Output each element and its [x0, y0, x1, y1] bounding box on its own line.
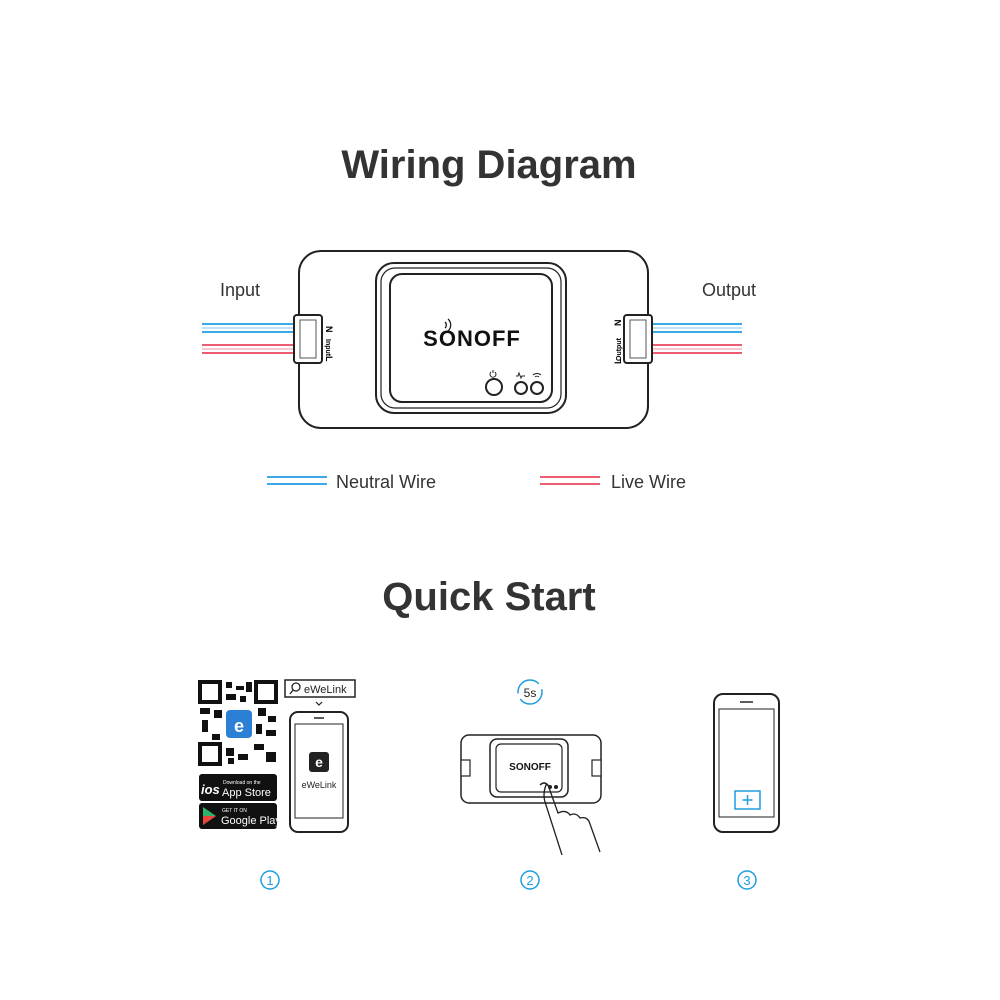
step1: e eWeLink e eWeLink ios Download on the …: [198, 679, 356, 833]
output-label: Output: [702, 280, 756, 300]
sonoff-device: SONOFF N Input L N Output L: [293, 250, 653, 429]
search-icon: [291, 682, 301, 692]
svg-text:SONOFF: SONOFF: [509, 762, 551, 773]
svg-text:1: 1: [266, 873, 273, 888]
step2: 5s SONOFF: [460, 679, 602, 856]
step-number-2: 2: [520, 870, 540, 890]
plus-icon: [742, 795, 753, 805]
svg-text:N: N: [324, 326, 334, 333]
search-box: [284, 679, 356, 698]
input-label: Input: [220, 280, 260, 300]
quick-start-title: Quick Start: [382, 575, 595, 619]
svg-text:Output: Output: [616, 337, 623, 361]
svg-text:Live Wire: Live Wire: [611, 472, 686, 492]
wifi-led-icon: [530, 381, 544, 395]
pulse-icon: [516, 371, 525, 380]
ewelink-logo: [226, 710, 252, 738]
wiring-title: Wiring Diagram: [341, 143, 636, 187]
step-number-3: 3: [737, 870, 757, 890]
phone: [713, 693, 780, 833]
svg-text:2: 2: [526, 873, 533, 888]
svg-text:N: N: [613, 320, 623, 327]
wireless-icon: [444, 318, 452, 332]
chevron-down-icon: [315, 701, 323, 706]
svg-text:eWeLink: eWeLink: [302, 780, 337, 790]
svg-text:eWeLink: eWeLink: [304, 684, 347, 696]
svg-text:ios: ios: [201, 782, 220, 797]
svg-text:3: 3: [743, 873, 750, 888]
legend-neutral: Neutral Wire: [267, 472, 436, 492]
svg-text:GET IT ON: GET IT ON: [222, 808, 247, 814]
svg-text:Download on the: Download on the: [223, 780, 261, 786]
step-number-1: 1: [260, 870, 280, 890]
svg-text:Neutral Wire: Neutral Wire: [336, 472, 436, 492]
svg-text:e: e: [315, 754, 323, 770]
step3: [713, 693, 780, 833]
qr-code: e: [198, 680, 278, 766]
legend-live: Live Wire: [540, 472, 686, 492]
svg-text:App Store: App Store: [222, 787, 271, 799]
svg-text:e: e: [234, 716, 244, 736]
svg-text:5s: 5s: [524, 686, 537, 700]
timer-icon: [517, 679, 543, 705]
svg-text:Input: Input: [324, 339, 331, 357]
hand-icon: [539, 782, 601, 856]
input-wires: [202, 323, 298, 354]
output-port: [623, 314, 653, 364]
svg-text:Google Play: Google Play: [221, 815, 281, 827]
wifi-icon: [532, 373, 542, 378]
status-led-icon: [514, 381, 528, 395]
device-brand: SONOFF: [423, 326, 521, 351]
svg-text:L: L: [324, 356, 334, 362]
power-button-icon: [485, 378, 503, 396]
output-wires: [648, 323, 742, 354]
power-icon: [489, 370, 497, 378]
svg-text:L: L: [613, 358, 623, 364]
app-store-badge[interactable]: ios Download on the App Store: [199, 774, 277, 801]
ewelink-app-icon: [309, 752, 329, 772]
google-play-badge[interactable]: GET IT ON Google Play: [199, 803, 281, 829]
input-port: [293, 314, 323, 364]
